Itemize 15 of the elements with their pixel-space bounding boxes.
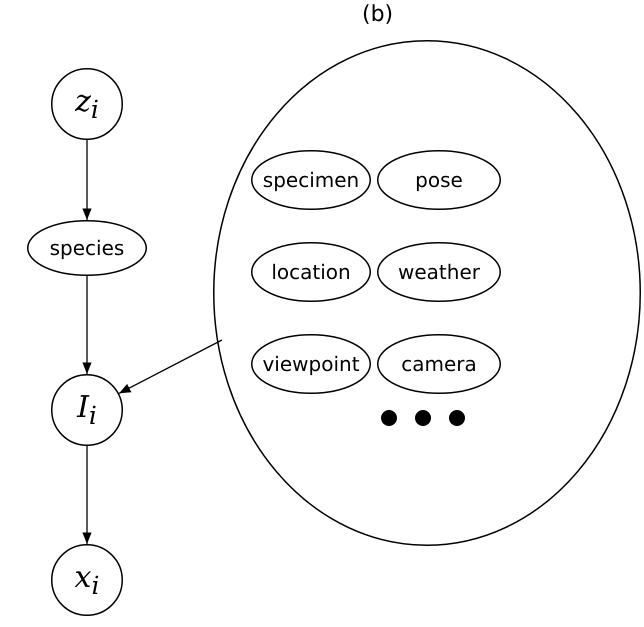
variable-label: x$_{i}$ xyxy=(74,560,100,600)
arrow xyxy=(82,140,92,220)
attribute-label: camera xyxy=(401,352,477,376)
arrow xyxy=(82,446,92,544)
arrow xyxy=(118,339,222,394)
attribute-label: specimen xyxy=(262,168,360,192)
attribute-label: weather xyxy=(398,260,480,284)
arrow xyxy=(82,276,92,374)
variable-label: z$_{i}$ xyxy=(75,84,99,124)
attribute-label: viewpoint xyxy=(262,352,360,376)
attribute-label: pose xyxy=(415,168,463,192)
attribute-label: location xyxy=(271,260,351,284)
panel-label: (b) xyxy=(362,2,394,27)
variable-label: I$_{i}$ xyxy=(77,390,97,430)
attribute-label: species xyxy=(50,236,124,260)
